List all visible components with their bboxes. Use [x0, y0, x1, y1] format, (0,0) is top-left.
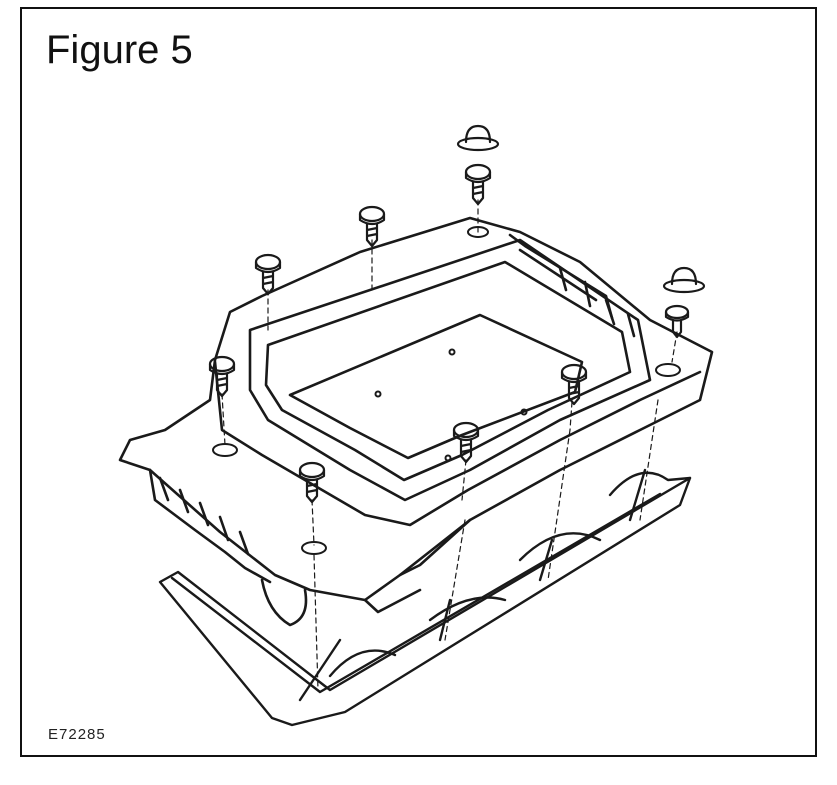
clip-cap-1 [456, 124, 500, 152]
screw-3 [464, 163, 492, 206]
housing [118, 216, 714, 627]
figure-frame [20, 7, 817, 757]
screw-1 [254, 253, 282, 296]
screw-4 [664, 304, 690, 339]
figure-reference-code: E72285 [48, 726, 106, 743]
screw-8 [298, 461, 326, 504]
clip-cap-2 [662, 266, 706, 294]
housing-holes [212, 226, 681, 555]
figure-title: Figure 5 [46, 28, 193, 72]
screw-6 [560, 363, 588, 406]
screw-5 [208, 355, 236, 398]
lower-cover [158, 468, 692, 727]
screw-7 [452, 421, 480, 464]
screw-2 [358, 205, 386, 248]
